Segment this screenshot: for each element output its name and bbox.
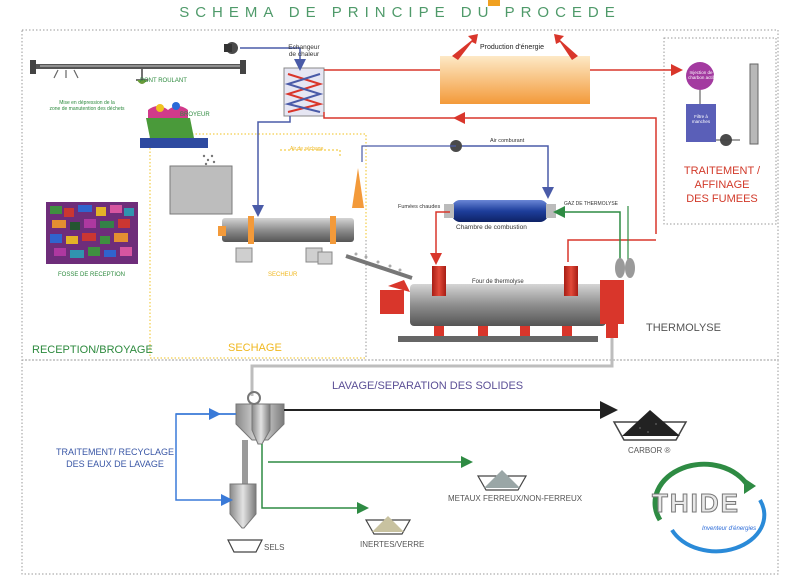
production-energie-label: Production d'énergie <box>480 44 544 51</box>
fosse-waste-pile <box>46 202 138 264</box>
section-reception: RECEPTION/BROYAGE <box>32 344 153 356</box>
inertes-label: INERTES/VERRE <box>360 540 425 549</box>
pont-roulant-label: PONT ROULANT <box>140 78 187 84</box>
injection-label: Injection de charbon actif <box>688 70 714 80</box>
thide-logo-text: THIDE <box>652 488 740 519</box>
mise-depression-label: Mise en dépression de la zone de manuten… <box>49 100 125 112</box>
carbor-pile <box>622 410 680 436</box>
section-sechage: SECHAGE <box>228 342 282 354</box>
cyclone <box>352 168 364 208</box>
air-sechage-label: Air de séchage <box>290 146 324 152</box>
fumees-chaudes-label: Fumées chaudes <box>398 204 441 210</box>
fosse-reception-label: FOSSE DE RECEPTION <box>58 272 126 278</box>
chambre-combustion <box>452 200 548 222</box>
metaux-pile <box>484 470 520 488</box>
section-lavage: LAVAGE/SEPARATION DES SOLIDES <box>332 380 524 392</box>
lower-frame <box>21 359 779 575</box>
traitement-recyclage-label: TRAITEMENT/ RECYCLAGE DES EAUX DE LAVAGE <box>55 447 174 469</box>
sels-tray <box>227 539 263 553</box>
sechage-frame <box>149 133 367 359</box>
chambre-combustion-label: Chambre de combustion <box>456 224 527 231</box>
secheur-drum <box>222 218 354 242</box>
four-thermolyse-label: Four de thermolyse <box>472 279 524 285</box>
thide-logo-swirl <box>652 461 767 554</box>
broyeur-label: BROYEUR <box>180 112 210 118</box>
injection-charbon <box>686 62 714 90</box>
filtre-manches <box>686 104 716 142</box>
air-comburant-label: Air comburant <box>490 138 525 144</box>
fumees-frame <box>663 37 777 225</box>
carbor-label: CARBOR ® <box>628 446 671 455</box>
broyeur-machine <box>140 102 208 148</box>
section-traitement-fumees: TRAITEMENT / AFFINAGE DES FUMEES <box>683 165 761 205</box>
silo-upper <box>235 391 285 445</box>
echangeur-label: Echangeur de chaleur <box>288 44 320 58</box>
inertes-pile <box>372 516 404 532</box>
four-outlet <box>600 280 624 324</box>
secheur-label: SECHEUR <box>268 272 298 278</box>
silo-lower <box>229 483 257 529</box>
thide-tagline: Inventeur d'énergies <box>702 526 757 532</box>
section-thermolyse: THERMOLYSE <box>646 322 721 334</box>
cheminee <box>749 63 759 145</box>
production-energie-box <box>440 56 590 104</box>
secheur-hopper <box>169 165 233 215</box>
filtre-label: Filtre à manches <box>691 114 711 124</box>
diagram-title: SCHEMA DE PRINCIPE DU PROCEDE <box>179 4 621 21</box>
sels-label: SELS <box>264 543 285 552</box>
gaz-thermolyse-label: GAZ DE THERMOLYSE <box>564 201 618 207</box>
title-accent <box>488 0 500 6</box>
four-thermolyse <box>410 284 606 326</box>
metaux-label: METAUX FERREUX/NON-FERREUX <box>448 494 583 503</box>
